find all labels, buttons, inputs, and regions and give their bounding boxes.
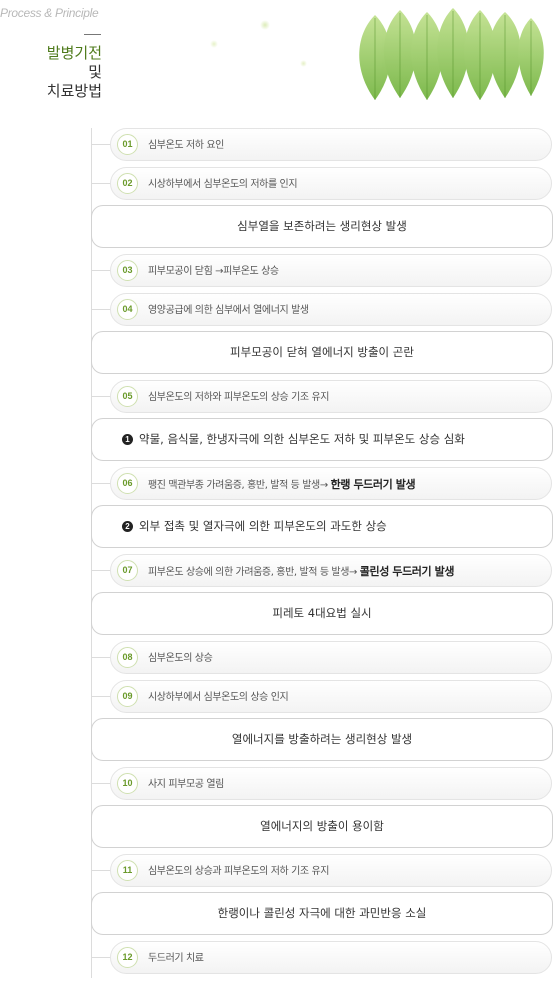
step-item: 03 피부모공이 닫힘 →피부온도 상승 [110,254,552,287]
title-divider [84,34,101,35]
step-item: 09 시상하부에서 심부온도의 상승 인지 [110,680,552,713]
step-number: 01 [117,134,138,155]
step-item: 08 심부온도의 상승 [110,641,552,674]
timeline-tick [91,483,110,484]
step-item: 05 심부온도의 저하와 피부온도의 상승 기조 유지 [110,380,552,413]
step-text: 시상하부에서 심부온도의 저하를 인지 [148,179,298,190]
decorative-glow [300,60,307,67]
step-item: 01 심부온도 저하 요인 [110,128,552,161]
leaves-illustration [359,8,544,100]
timeline-tick [91,870,110,871]
bullet-number-icon: 2 [122,521,133,532]
step-number: 10 [117,773,138,794]
step-text: 심부온도 저하 요인 [148,140,224,151]
step-text: 팽진 맥관부종 가려움증, 홍반, 발적 등 발생→ 한랭 두드러기 발생 [148,478,416,491]
result-box: 1 약물, 음식물, 한냉자극에 의한 심부온도 저하 및 피부온도 상승 심화 [91,418,553,461]
timeline-tick [91,957,110,958]
step-text: 피부온도 상승에 의한 가려움증, 홍반, 발적 등 발생→ 콜린성 두드러기 … [148,565,455,578]
timeline-tick [91,570,110,571]
step-number: 06 [117,473,138,494]
step-highlight: 콜린성 두드러기 발생 [359,565,455,578]
step-text: 시상하부에서 심부온도의 상승 인지 [148,692,289,703]
step-item: 07 피부온도 상승에 의한 가려움증, 홍반, 발적 등 발생→ 콜린성 두드… [110,554,552,587]
page-title-line-2: 및 [88,63,102,81]
timeline-tick [91,657,110,658]
timeline-tick [91,270,110,271]
step-item: 11 심부온도의 상승과 피부온도의 저하 기조 유지 [110,854,552,887]
timeline-tick [91,309,110,310]
step-text: 영양공급에 의한 심부에서 열에너지 발생 [148,305,309,316]
result-box: 한랭이나 콜린성 자극에 대한 과민반응 소실 [91,892,553,935]
step-number: 08 [117,647,138,668]
step-text: 심부온도의 상승 [148,653,213,664]
step-number: 02 [117,173,138,194]
step-text: 심부온도의 상승과 피부온도의 저하 기조 유지 [148,866,330,877]
step-item: 10 사지 피부모공 열림 [110,767,552,800]
result-box: 열에너지를 방출하려는 생리현상 발생 [91,718,553,761]
result-text: 약물, 음식물, 한냉자극에 의한 심부온도 저하 및 피부온도 상승 심화 [139,432,465,446]
step-text: 사지 피부모공 열림 [148,779,224,790]
decorative-glow [210,40,218,48]
result-box: 피부모공이 닫혀 열에너지 방출이 곤란 [91,331,553,374]
timeline-line [91,128,92,978]
step-item: 02 시상하부에서 심부온도의 저하를 인지 [110,167,552,200]
timeline-tick [91,396,110,397]
page-title: 발병기전 및 치료방법 [47,44,102,101]
result-box: 피레토 4대요법 실시 [91,592,553,635]
result-box: 2 외부 접촉 및 열자극에 의한 피부온도의 과도한 상승 [91,505,553,548]
result-box: 열에너지의 방출이 용이함 [91,805,553,848]
step-item: 12 두드러기 치료 [110,941,552,974]
bullet-number-icon: 1 [122,434,133,445]
step-number: 09 [117,686,138,707]
timeline-tick [91,144,110,145]
decorative-glow [260,20,270,30]
step-highlight: 한랭 두드러기 발생 [330,478,416,491]
step-number: 11 [117,860,138,881]
step-number: 04 [117,299,138,320]
step-text: 심부온도의 저하와 피부온도의 상승 기조 유지 [148,392,330,403]
result-text: 외부 접촉 및 열자극에 의한 피부온도의 과도한 상승 [139,519,387,533]
timeline-tick [91,696,110,697]
result-box: 심부열을 보존하려는 생리현상 발생 [91,205,553,248]
step-item: 04 영양공급에 의한 심부에서 열에너지 발생 [110,293,552,326]
step-item: 06 팽진 맥관부종 가려움증, 홍반, 발적 등 발생→ 한랭 두드러기 발생 [110,467,552,500]
page-title-line-3: 치료방법 [46,82,102,100]
section-subtitle: Process & Principle [0,6,99,20]
step-number: 07 [117,560,138,581]
timeline-tick [91,183,110,184]
page-title-line-1: 발병기전 [46,44,102,62]
step-number: 05 [117,386,138,407]
step-number: 03 [117,260,138,281]
timeline-tick [91,783,110,784]
step-number: 12 [117,947,138,968]
step-text: 두드러기 치료 [148,953,204,964]
step-text: 피부모공이 닫힘 →피부온도 상승 [148,266,279,277]
